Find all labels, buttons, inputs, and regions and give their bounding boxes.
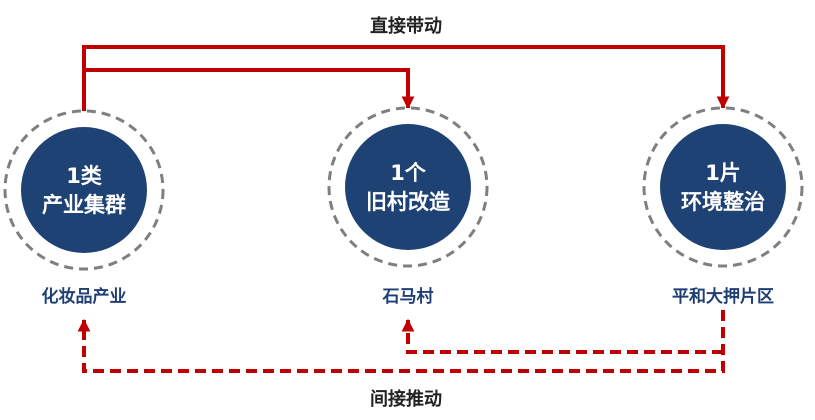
node-2-label: 石马村 xyxy=(382,287,434,307)
indirect-connectors xyxy=(77,310,725,373)
node-2 xyxy=(327,106,489,268)
node-2-count: 1个 xyxy=(390,161,426,185)
node-3-circle xyxy=(660,124,786,250)
node-1-count: 1类 xyxy=(66,164,102,188)
node-3-label: 平和大押片区 xyxy=(672,287,774,307)
node-1-name: 产业集群 xyxy=(42,193,126,217)
node-1 xyxy=(3,109,165,271)
indirect-link-to-node-1 xyxy=(77,310,725,373)
node-1-label: 化妆品产业 xyxy=(41,287,127,307)
node-2-title: 1个 旧村改造 xyxy=(345,156,471,220)
node-3-count: 1片 xyxy=(705,161,741,185)
node-2-circle xyxy=(345,124,471,250)
direct-link-to-node-2 xyxy=(84,68,415,110)
direct-link-to-node-3 xyxy=(82,45,730,112)
direct-drive-label: 直接带动 xyxy=(370,16,442,37)
node-1-title: 1类 产业集群 xyxy=(21,159,147,223)
indirect-link-to-node-2 xyxy=(401,318,723,354)
node-3-name: 环境整治 xyxy=(681,190,765,214)
node-3-title: 1片 环境整治 xyxy=(660,156,786,220)
node-2-name: 旧村改造 xyxy=(366,190,450,214)
node-3 xyxy=(642,106,804,268)
indirect-drive-label: 间接推动 xyxy=(370,389,442,410)
direct-connectors xyxy=(82,45,730,112)
node-1-circle xyxy=(21,127,147,253)
